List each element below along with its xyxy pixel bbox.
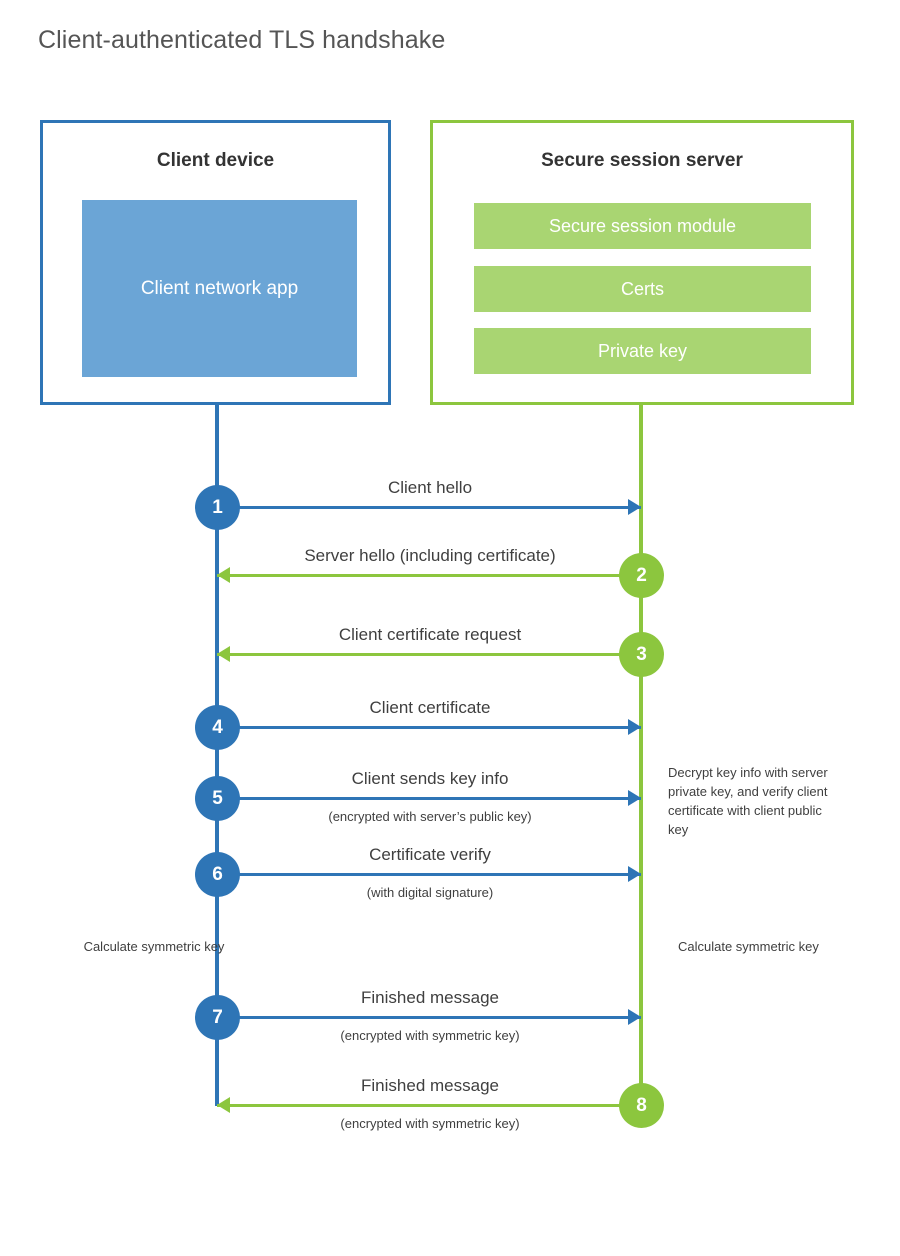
message-sublabel-6: (with digital signature) — [366, 885, 494, 900]
message-arrow-line-2 — [217, 574, 641, 577]
message-label-8: Finished message — [361, 1076, 499, 1095]
message-sublabel-7: (encrypted with symmetric key) — [340, 1028, 520, 1043]
server-decrypt-note: Decrypt key info with server private key… — [668, 765, 828, 837]
message-arrow-head-6 — [628, 866, 641, 882]
secure-session-server-box: Secure session server Secure session mod… — [430, 120, 854, 405]
server-module-secure-session-module: Secure session module — [474, 203, 811, 249]
message-label-7: Finished message — [361, 988, 499, 1007]
server-module-certs: Certs — [474, 266, 811, 312]
page-title: Client-authenticated TLS handshake — [38, 26, 446, 54]
message-arrow-line-4 — [217, 726, 641, 729]
client-lifeline — [215, 405, 219, 1106]
server-lifeline — [639, 405, 643, 1106]
message-arrow-line-7 — [217, 1016, 641, 1019]
message-arrow-line-1 — [217, 506, 641, 509]
message-arrow-head-3 — [217, 646, 230, 662]
step-circle-5[interactable]: 5 — [195, 776, 240, 821]
server-calculate-symmetric-key-note: Calculate symmetric key — [678, 939, 819, 954]
message-label-2: Server hello (including certificate) — [304, 546, 556, 565]
message-sublabel-5: (encrypted with server’s public key) — [328, 809, 532, 824]
message-label-1: Client hello — [387, 478, 473, 497]
step-circle-1[interactable]: 1 — [195, 485, 240, 530]
message-arrow-line-8 — [217, 1104, 641, 1107]
client-device-title: Client device — [156, 150, 275, 171]
message-label-4: Client certificate — [369, 698, 491, 717]
message-arrow-head-1 — [628, 499, 641, 515]
step-circle-7[interactable]: 7 — [195, 995, 240, 1040]
message-arrow-head-4 — [628, 719, 641, 735]
message-arrow-head-7 — [628, 1009, 641, 1025]
secure-session-server-title: Secure session server — [541, 150, 743, 171]
message-label-3: Client certificate request — [338, 625, 522, 644]
step-circle-2[interactable]: 2 — [619, 553, 664, 598]
client-device-box: Client device Client network app — [40, 120, 391, 405]
message-sublabel-8: (encrypted with symmetric key) — [340, 1116, 520, 1131]
message-label-6: Certificate verify — [369, 845, 491, 864]
message-arrow-head-8 — [217, 1097, 230, 1113]
message-label-5: Client sends key info — [351, 769, 509, 788]
message-arrow-line-6 — [217, 873, 641, 876]
step-circle-4[interactable]: 4 — [195, 705, 240, 750]
server-module-private-key: Private key — [474, 328, 811, 374]
message-arrow-line-3 — [217, 653, 641, 656]
message-arrow-line-5 — [217, 797, 641, 800]
step-circle-3[interactable]: 3 — [619, 632, 664, 677]
step-circle-8[interactable]: 8 — [619, 1083, 664, 1128]
step-circle-6[interactable]: 6 — [195, 852, 240, 897]
client-calculate-symmetric-key-note: Calculate symmetric key — [83, 939, 225, 954]
message-arrow-head-2 — [217, 567, 230, 583]
client-network-app-block: Client network app — [82, 200, 357, 377]
message-arrow-head-5 — [628, 790, 641, 806]
